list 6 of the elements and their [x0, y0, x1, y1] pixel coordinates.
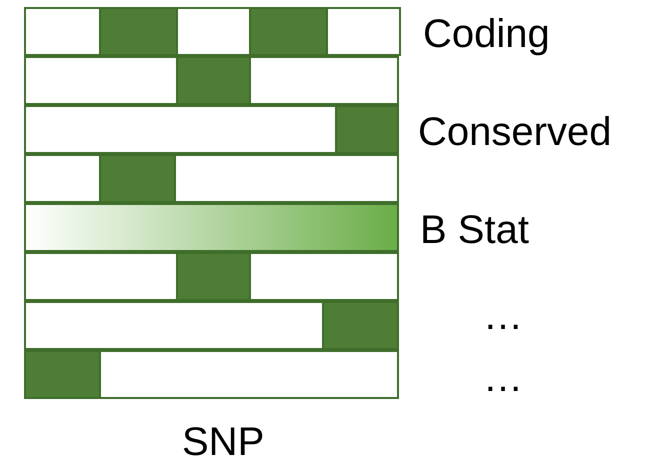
ellipsis: … [483, 296, 523, 336]
row-label: B Stat [420, 210, 529, 250]
row-label: Coding [423, 14, 550, 54]
ellipsis: … [483, 358, 523, 398]
row-label: Conserved [418, 112, 612, 152]
axis-label: SNP [182, 422, 264, 462]
